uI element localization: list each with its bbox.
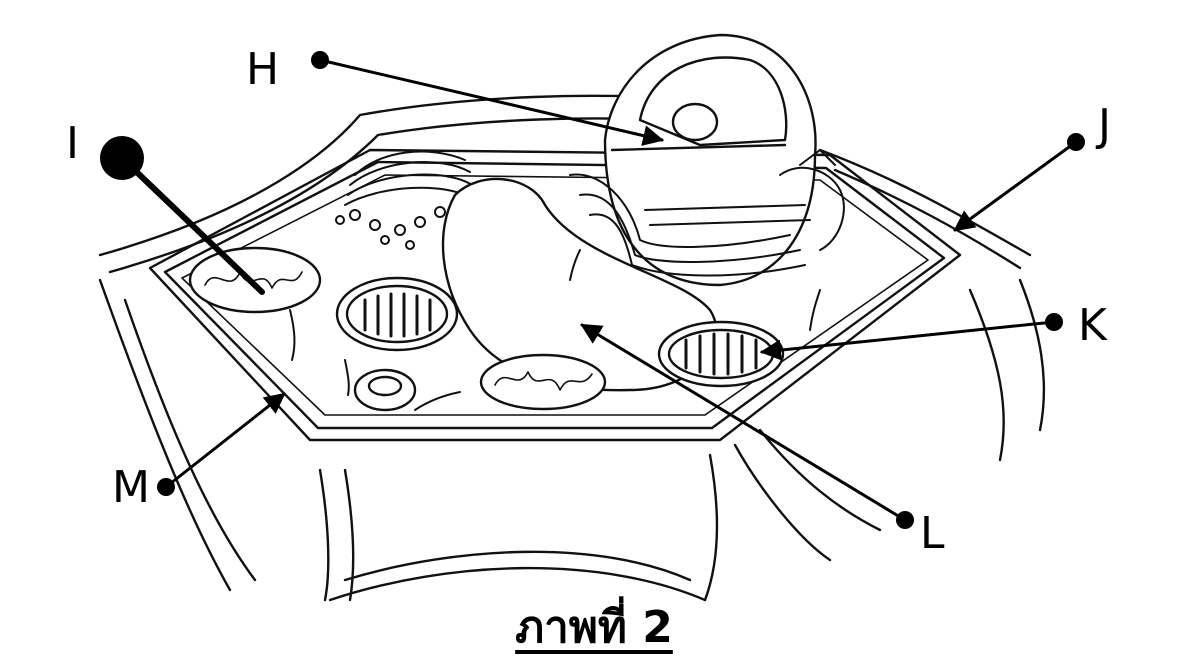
chloroplast-right <box>657 320 785 388</box>
cell-wall <box>148 148 962 442</box>
pointer-dot-k <box>1045 313 1063 331</box>
cytoplasm-strands <box>289 249 821 411</box>
pointer-dot-i <box>100 136 144 180</box>
endoplasmic-reticulum <box>569 149 845 277</box>
pointer-dot-l <box>896 511 914 529</box>
nucleolus <box>671 102 719 142</box>
pointer-dot-m <box>157 478 175 496</box>
label-m: M <box>112 462 150 513</box>
pointer-dot-j <box>1067 133 1085 151</box>
figure-caption: ภาพที่ 2 <box>515 602 673 653</box>
label-k: K <box>1078 300 1107 351</box>
label-l: L <box>920 508 945 559</box>
label-j: J <box>1098 100 1111 151</box>
mitochondrion-bottom <box>479 353 607 411</box>
nucleus <box>603 33 817 287</box>
pointer-line-j <box>953 140 1078 232</box>
label-h: H <box>246 44 280 95</box>
pointer-line-m <box>164 392 286 489</box>
pointer-line-l <box>580 323 907 522</box>
pointer-line-i <box>119 155 265 295</box>
mitochondrion-left <box>188 246 322 314</box>
small-vesicle <box>353 368 417 412</box>
cell-membrane <box>181 174 929 416</box>
pointer-line-k <box>759 320 1056 361</box>
pointer-dot-h <box>311 51 329 69</box>
chloroplast-center <box>335 276 459 352</box>
pointer-line-h <box>318 58 665 146</box>
label-i: I <box>66 118 79 169</box>
